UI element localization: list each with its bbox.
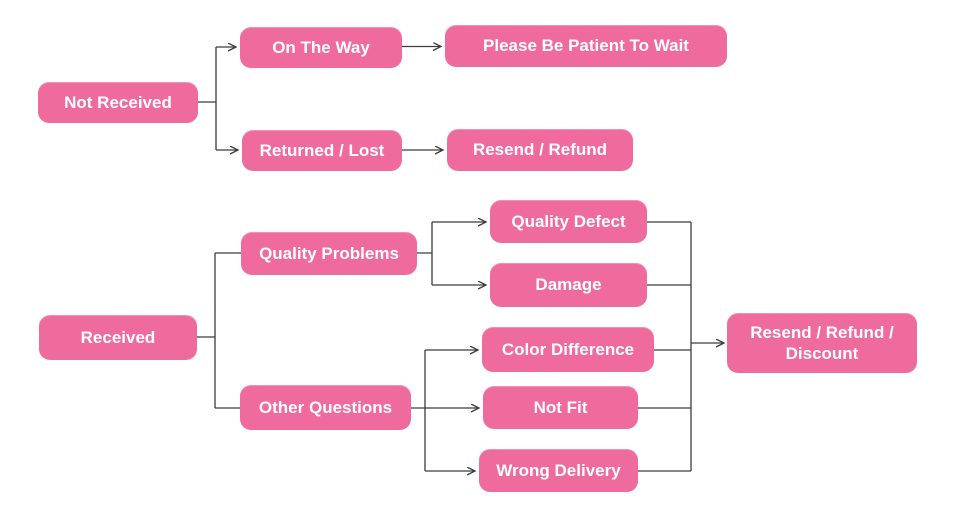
node-not-fit: Not Fit [483,386,638,429]
node-color-difference: Color Difference [482,327,654,372]
node-other-questions: Other Questions [240,385,411,430]
edge-quality-trunk [417,222,433,285]
node-quality-defect: Quality Defect [490,200,647,243]
edge-not-received-trunk [198,47,217,150]
node-please-be-patient: Please Be Patient To Wait [445,25,727,67]
edge-other-trunk [411,350,426,471]
node-on-the-way: On The Way [240,27,402,68]
edge-received-trunk [197,253,216,408]
node-returned-lost: Returned / Lost [242,130,402,171]
node-resend-refund-discount: Resend / Refund / Discount [727,313,917,373]
edge-convergence-trunk [638,221,692,472]
node-received: Received [39,315,197,360]
node-damage: Damage [490,263,647,307]
node-not-received: Not Received [38,82,198,123]
node-resend-refund: Resend / Refund [447,129,633,171]
node-wrong-delivery: Wrong Delivery [479,449,638,492]
node-quality-problems: Quality Problems [241,232,417,275]
